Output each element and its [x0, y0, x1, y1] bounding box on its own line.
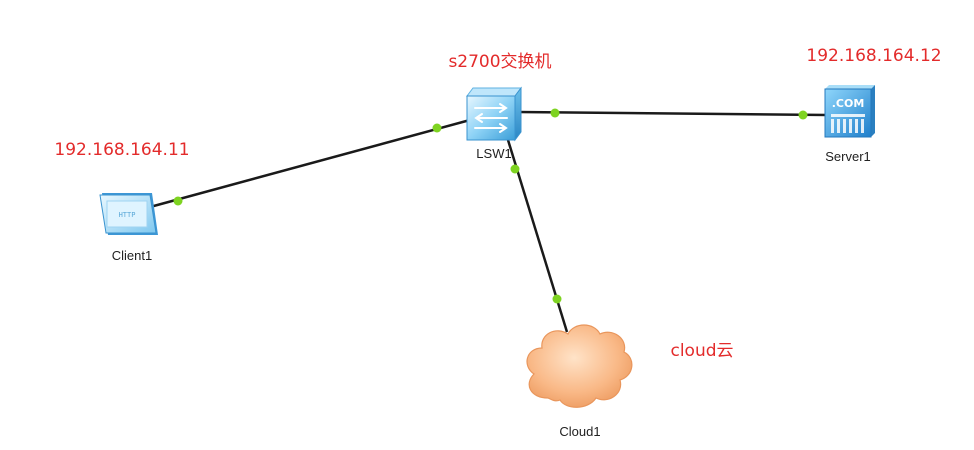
client-icon[interactable]: HTTP: [99, 193, 158, 235]
cloud-name-label: Cloud1: [559, 424, 600, 439]
node-client[interactable]: HTTP Client1: [99, 193, 158, 263]
port-markers: [173, 108, 808, 304]
links: [149, 110, 828, 333]
link-switch-server[interactable]: [517, 110, 828, 117]
switch-annotation: s2700交换机: [448, 52, 551, 72]
port-marker[interactable]: [798, 110, 808, 120]
server-annotation: 192.168.164.12: [806, 46, 941, 66]
port-marker[interactable]: [552, 294, 562, 304]
port-marker[interactable]: [550, 108, 560, 118]
node-switch[interactable]: LSW1: [466, 86, 522, 161]
cloud-annotation: cloud云: [670, 341, 733, 361]
switch-icon[interactable]: [466, 86, 522, 142]
port-marker[interactable]: [173, 196, 183, 206]
port-marker[interactable]: [510, 164, 520, 174]
switch-name-label: LSW1: [476, 146, 511, 161]
node-server[interactable]: .COM Server1: [824, 85, 875, 164]
port-marker[interactable]: [432, 123, 442, 133]
server-icon[interactable]: .COM: [824, 85, 875, 138]
cloud-icon[interactable]: [526, 324, 633, 408]
client-name-label: Client1: [112, 248, 152, 263]
client-badge: HTTP: [119, 211, 136, 219]
link-switch-client[interactable]: [149, 118, 471, 209]
server-name-label: Server1: [825, 149, 871, 164]
client-annotation: 192.168.164.11: [54, 140, 189, 160]
server-badge: .COM: [832, 97, 865, 110]
node-cloud[interactable]: Cloud1: [526, 324, 633, 439]
